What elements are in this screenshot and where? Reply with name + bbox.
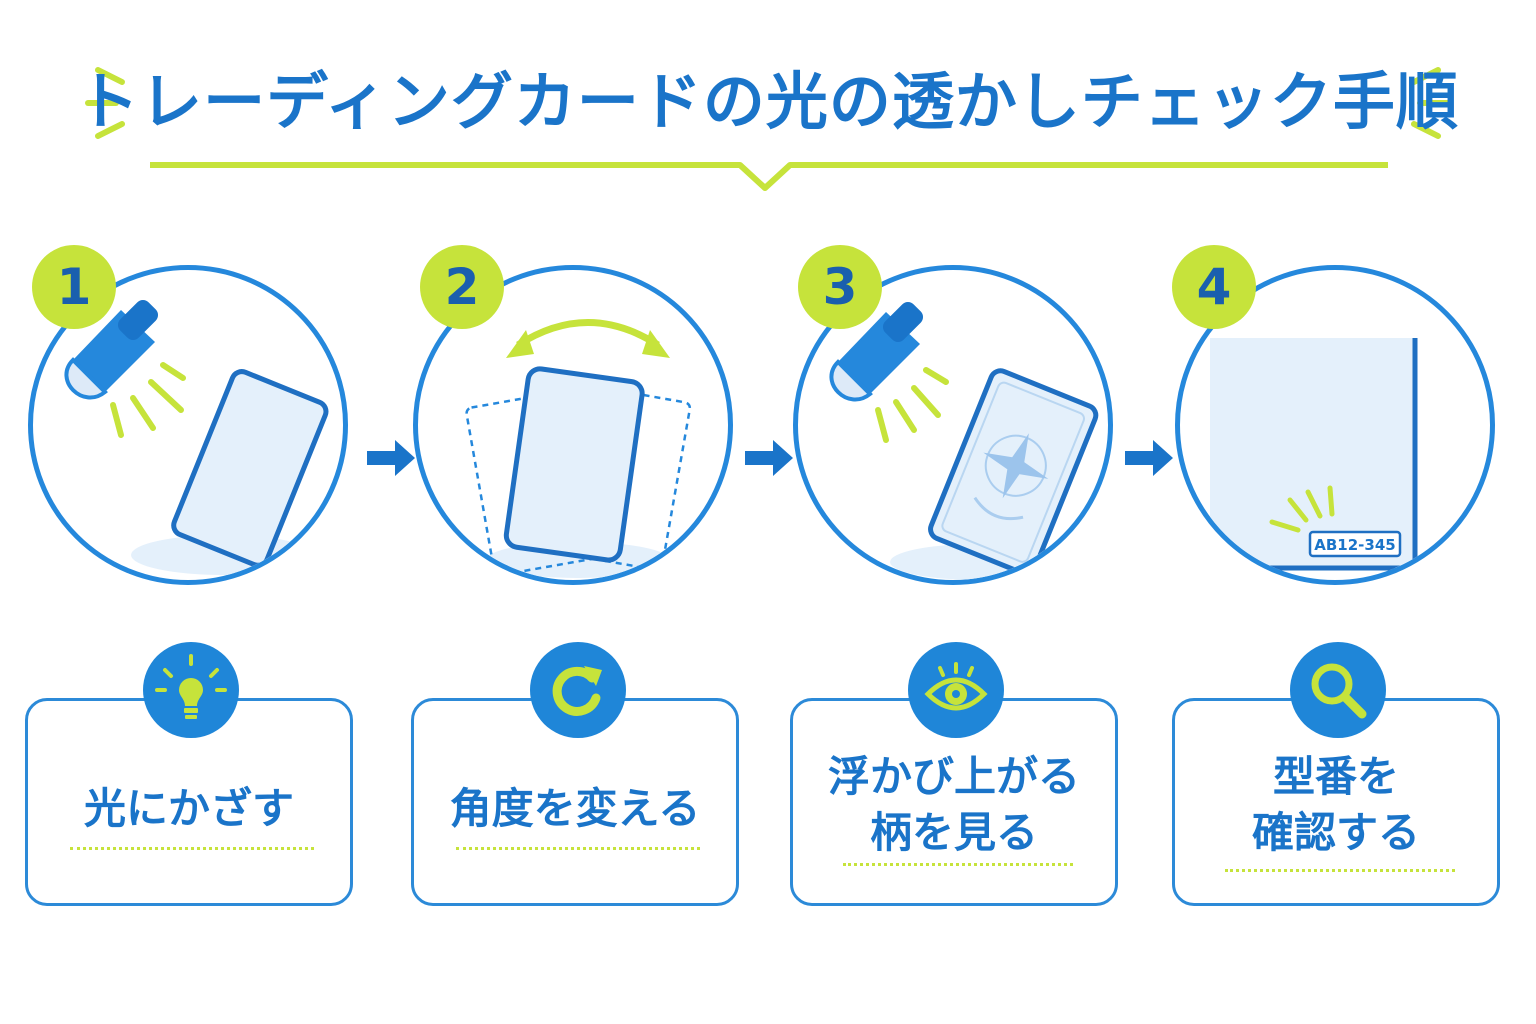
rotate-icon — [530, 642, 626, 738]
arrow-right-icon — [367, 440, 415, 476]
arrow-right-icon — [745, 440, 793, 476]
magnifier-icon — [1290, 642, 1386, 738]
arrow-right-icon — [1125, 440, 1173, 476]
step-2-number: 2 — [420, 245, 504, 329]
page-title: トレーディングカードの光の透かしチェック手順 — [77, 65, 1459, 138]
dotted-divider — [1225, 869, 1455, 872]
step-4-label-line-1: 型番を — [1272, 752, 1399, 801]
lamp-icon — [829, 301, 924, 402]
step-1-label: 光にかざす — [83, 784, 294, 833]
dotted-divider — [70, 847, 314, 850]
step-2-label: 角度を変える — [449, 784, 701, 833]
lamp-icon — [64, 299, 159, 400]
step-2-illustration — [413, 265, 733, 585]
eye-icon — [908, 642, 1004, 738]
step-3-label-line-1: 浮かび上がる — [827, 752, 1080, 801]
step-4-label-line-2: 確認する — [1251, 808, 1420, 857]
dotted-divider — [843, 863, 1073, 866]
step-4-illustration: AB12-345 — [1175, 265, 1495, 585]
step-3-label-line-2: 柄を見る — [869, 808, 1038, 857]
step-1-number: 1 — [32, 245, 116, 329]
step-1-illustration — [28, 265, 348, 585]
model-code-label: AB12-345 — [1314, 536, 1395, 554]
title-decoration — [85, 67, 1451, 191]
step-3-number: 3 — [798, 245, 882, 329]
dotted-divider — [456, 847, 700, 850]
lightbulb-icon — [143, 642, 239, 738]
step-4-number: 4 — [1172, 245, 1256, 329]
